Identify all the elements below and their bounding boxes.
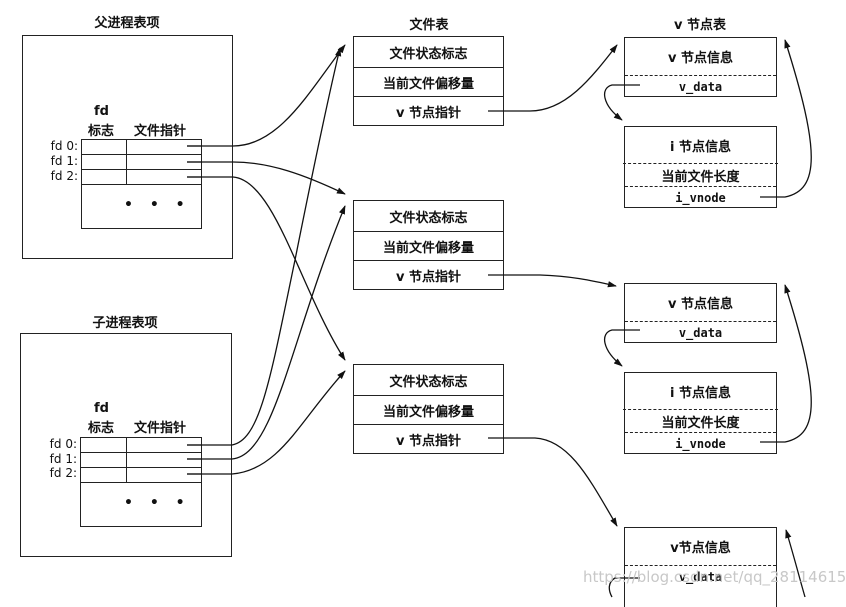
child-fd-row-divider (80, 452, 202, 453)
parent-process-title: 父进程表项 (94, 16, 160, 31)
arrow-vnode3-partial-right (785, 529, 806, 598)
vnode-table-title: v 节点表 (673, 18, 726, 33)
parent-fd-row-divider (81, 154, 202, 155)
v-data-field: v_data (678, 325, 723, 340)
vdata3-partial-line (608, 577, 640, 598)
file-offset: 当前文件偏移量 (354, 67, 503, 97)
child-fd-header-flags: 标志 (88, 421, 115, 436)
parent-ellipsis: • • • (124, 197, 191, 213)
arrow-file3-to-vnode3 (488, 437, 618, 527)
file-table-entry-1: 文件状态标志 当前文件偏移量 v 节点指针 (353, 36, 504, 126)
vnode-info: v 节点信息 (667, 51, 733, 66)
file-length: 当前文件长度 (661, 169, 740, 185)
vnode-entry-2: v 节点信息 v_data (624, 283, 777, 343)
file-table-entry-3: 文件状态标志 当前文件偏移量 v 节点指针 (353, 364, 504, 454)
child-process-title: 子进程表项 (92, 316, 158, 331)
vnode-pointer: v 节点指针 (354, 260, 503, 290)
arrow-ivnode2-to-vnode2 (760, 284, 812, 443)
file-offset: 当前文件偏移量 (354, 231, 503, 261)
arrow-parent-fd0-to-file1 (187, 44, 346, 147)
parent-fd-header-flags: 标志 (88, 124, 115, 139)
inode-entry-2: i 节点信息 当前文件长度 i_vnode (623, 372, 778, 454)
child-fd-header-top: fd (94, 401, 109, 416)
parent-fd-row-divider (81, 169, 202, 170)
dashed-divider (625, 565, 776, 566)
parent-fd1-label: fd 1: (50, 154, 78, 168)
inode-info: i 节点信息 (670, 139, 731, 155)
file-offset: 当前文件偏移量 (354, 395, 503, 425)
arrow-ivnode1-to-vnode1 (760, 39, 812, 198)
arrow-child-fd1-to-file2 (187, 205, 346, 460)
file-table-title: 文件表 (409, 18, 449, 33)
arrow-parent-fd1-to-file2 (187, 161, 346, 195)
i-vnode-field: i_vnode (675, 190, 726, 205)
inode-entry-1: i 节点信息 当前文件长度 i_vnode (623, 126, 778, 208)
arrows-layer (187, 39, 812, 598)
arrow-parent-fd2-to-file3 (187, 176, 346, 361)
inode-info: i 节点信息 (670, 385, 731, 401)
child-fd-row-divider (80, 482, 202, 483)
parent-fd-col-divider (126, 139, 127, 184)
file-table-entry-2: 文件状态标志 当前文件偏移量 v 节点指针 (353, 200, 504, 290)
file-length: 当前文件长度 (661, 415, 740, 431)
parent-fd-header-top: fd (94, 104, 109, 119)
file-status-flags: 文件状态标志 (389, 210, 468, 226)
file-status-flags: 文件状态标志 (389, 374, 468, 390)
vnode-info: v 节点信息 (667, 297, 733, 312)
parent-process-box (22, 35, 233, 259)
dashed-divider (625, 432, 776, 433)
child-fd1-label: fd 1: (49, 452, 77, 466)
watermark: https://blog.csdn.net/qq_28114615 (583, 568, 846, 586)
dashed-divider (625, 186, 776, 187)
vnode-pointer: v 节点指针 (354, 96, 503, 126)
dashed-divider (625, 321, 776, 322)
vnode-info: v节点信息 (670, 541, 731, 556)
child-ellipsis: • • • (124, 495, 191, 511)
child-fd-col-divider (126, 437, 127, 482)
arrow-file2-to-vnode2 (488, 274, 617, 288)
dashed-divider (623, 163, 778, 164)
child-fd0-label: fd 0: (49, 437, 77, 451)
file-status-flags: 文件状态标志 (389, 46, 468, 62)
v-data-field: v_data (678, 569, 723, 584)
parent-fd0-label: fd 0: (50, 139, 78, 153)
arrow-child-fd0-to-file1 (187, 47, 342, 446)
parent-fd-header-pointer: 文件指针 (134, 124, 187, 139)
arrow-child-fd2-to-file3 (187, 370, 346, 475)
vnode-entry-1: v 节点信息 v_data (624, 37, 777, 97)
vnode-pointer: v 节点指针 (354, 424, 503, 454)
arrow-file1-to-vnode1 (488, 44, 618, 112)
child-fd-header-pointer: 文件指针 (134, 421, 187, 436)
arrow-vdata2-to-inode2 (603, 329, 640, 367)
vnode-entry-3: v节点信息 v_data (624, 527, 777, 607)
parent-fd-row-divider (81, 184, 202, 185)
dashed-divider (625, 75, 776, 76)
dashed-divider (623, 409, 778, 410)
arrow-vdata1-to-inode1 (603, 84, 640, 121)
i-vnode-field: i_vnode (675, 436, 726, 451)
child-fd-row-divider (80, 467, 202, 468)
parent-fd2-label: fd 2: (50, 169, 78, 183)
v-data-field: v_data (678, 79, 723, 94)
child-fd2-label: fd 2: (49, 466, 77, 480)
